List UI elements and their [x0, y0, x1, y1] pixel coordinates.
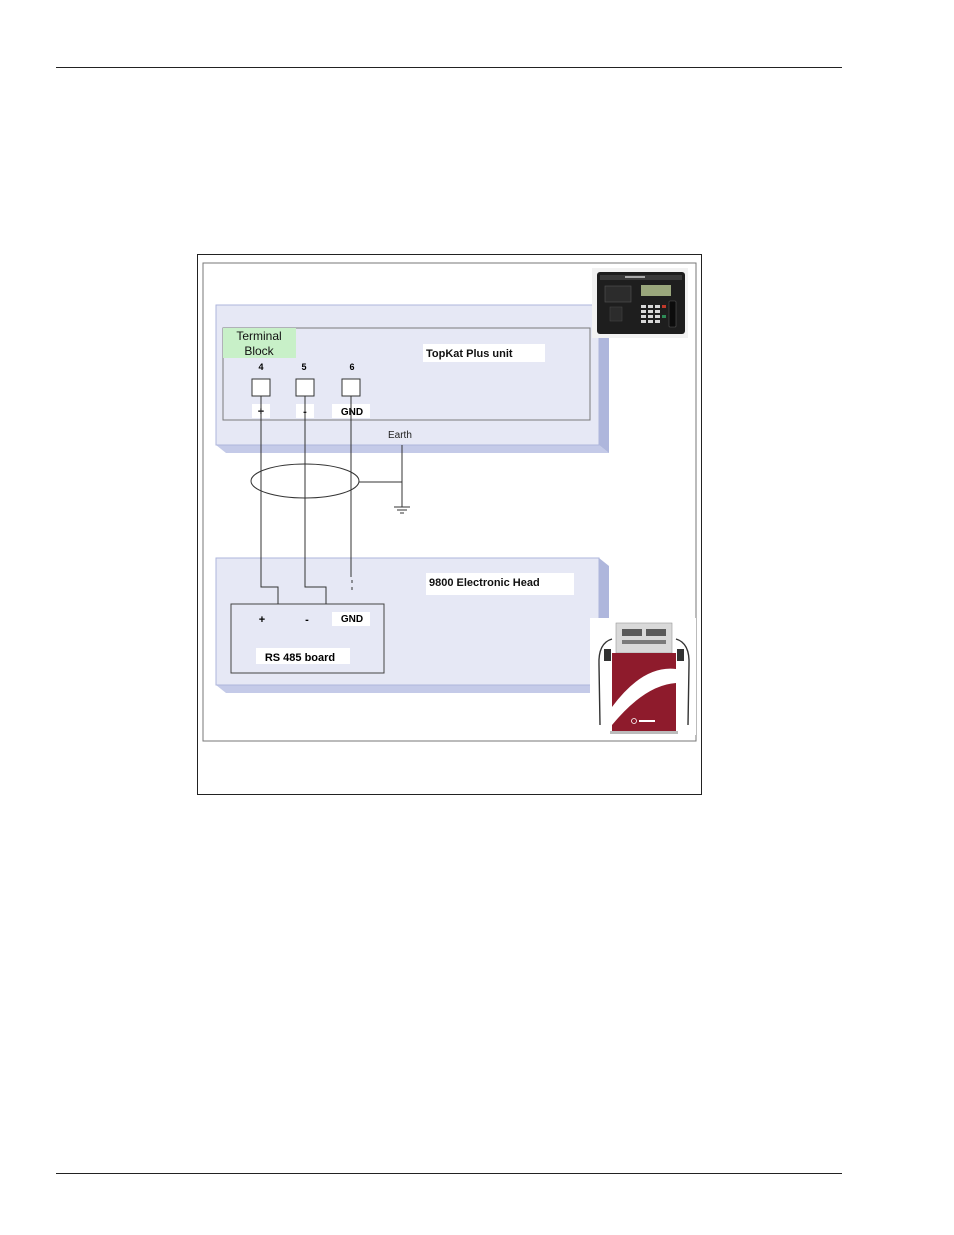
wire-plus — [260, 396, 279, 604]
wiring-diagram-figure: Terminal Block TopKat Plus unit 4 5 6 + … — [197, 254, 702, 795]
terminal-6-screw — [341, 378, 361, 397]
earth-label: Earth — [388, 430, 412, 441]
terminal-block-label-line2: Block — [244, 344, 274, 358]
wiring-diagram: Terminal Block TopKat Plus unit 4 5 6 + … — [202, 262, 697, 742]
topkat-unit-title: TopKat Plus unit — [426, 348, 513, 360]
rs485-gnd-label: GND — [341, 614, 363, 625]
header-rule — [56, 67, 842, 68]
topkat-terminal-device-icon — [592, 268, 688, 338]
terminal-number-5: 5 — [301, 362, 306, 372]
wiring — [250, 396, 403, 604]
terminal-number-4: 4 — [258, 362, 263, 372]
rs485-board-label: RS 485 board — [265, 652, 335, 664]
electronic-head-title: 9800 Electronic Head — [429, 577, 540, 589]
terminal-4-screw — [251, 378, 271, 397]
terminal-block-label-line1: Terminal — [236, 329, 281, 343]
rs485-plus-label: + — [259, 614, 265, 626]
terminal-6-polarity: GND — [341, 407, 363, 418]
terminal-number-6: 6 — [349, 362, 354, 372]
terminal-block-frame — [222, 327, 591, 421]
fuel-dispenser-icon — [590, 618, 696, 735]
wire-minus — [304, 396, 327, 604]
footer-rule — [56, 1173, 842, 1174]
terminal-block-label-bg — [223, 328, 296, 358]
topkat-panel: Terminal Block TopKat Plus unit 4 5 6 + … — [215, 304, 609, 453]
cable-shield-ellipse — [250, 463, 360, 499]
terminal-5-screw — [295, 378, 315, 397]
rs485-minus-label: - — [305, 614, 309, 626]
ground-symbol-icon — [394, 506, 410, 514]
electronic-head-panel: 9800 Electronic Head + - GND RS 485 boar… — [215, 557, 609, 693]
